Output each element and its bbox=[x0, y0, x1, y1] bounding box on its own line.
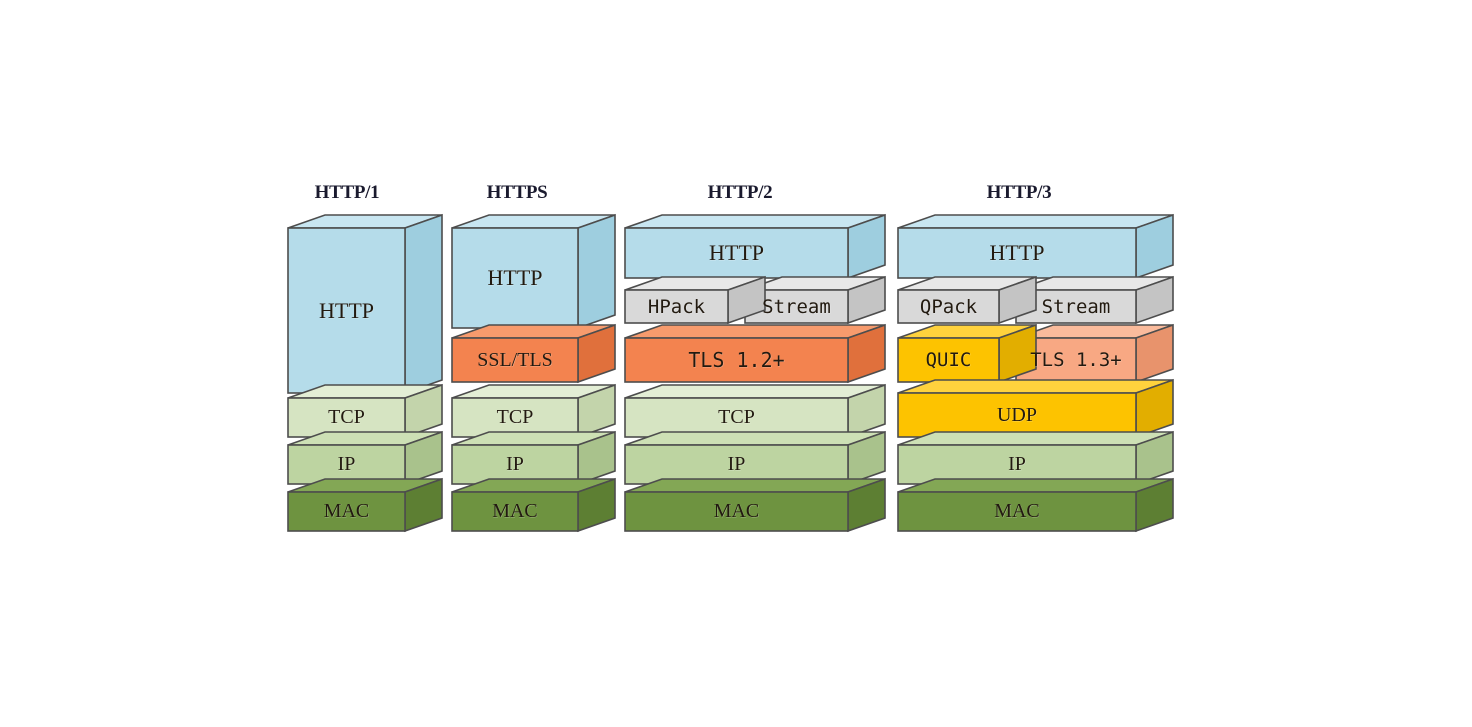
stack-title-https: HTTPS bbox=[486, 182, 548, 203]
layer-http2-stream bbox=[744, 275, 886, 325]
layer-https-tcp bbox=[451, 383, 616, 439]
layer-http3-tls bbox=[1015, 323, 1174, 384]
layer-https-ip bbox=[451, 430, 616, 486]
stack-title-http3: HTTP/3 bbox=[986, 182, 1052, 203]
layer-http2-ip bbox=[624, 430, 886, 486]
layer-http2-http bbox=[624, 213, 886, 280]
layer-https-http bbox=[451, 213, 616, 330]
layer-http2-tcp bbox=[624, 383, 886, 439]
layer-http3-udp bbox=[897, 378, 1174, 439]
stack-title-http1: HTTP/1 bbox=[314, 182, 380, 203]
layer-https-ssl-tls bbox=[451, 323, 616, 384]
layer-http2-hpack bbox=[624, 275, 766, 325]
layer-http3-qpack bbox=[897, 275, 1037, 325]
layer-https-mac bbox=[451, 477, 616, 533]
layer-http3-mac bbox=[897, 477, 1174, 533]
layer-http1-mac bbox=[287, 477, 443, 533]
layer-http2-mac bbox=[624, 477, 886, 533]
layer-http3-quic bbox=[897, 323, 1037, 384]
layer-http2-tls bbox=[624, 323, 886, 384]
stack-http3 bbox=[897, 213, 1174, 533]
layer-http1-ip bbox=[287, 430, 443, 486]
stack-title-http2: HTTP/2 bbox=[707, 182, 773, 203]
layer-http3-ip bbox=[897, 430, 1174, 486]
layer-http1-tcp bbox=[287, 383, 443, 439]
stack-https bbox=[451, 213, 616, 533]
layer-http1-http bbox=[287, 213, 443, 395]
layer-http3-http bbox=[897, 213, 1174, 280]
layer-http3-stream bbox=[1015, 275, 1174, 325]
stack-http2 bbox=[624, 213, 886, 533]
stack-http1 bbox=[287, 213, 443, 533]
